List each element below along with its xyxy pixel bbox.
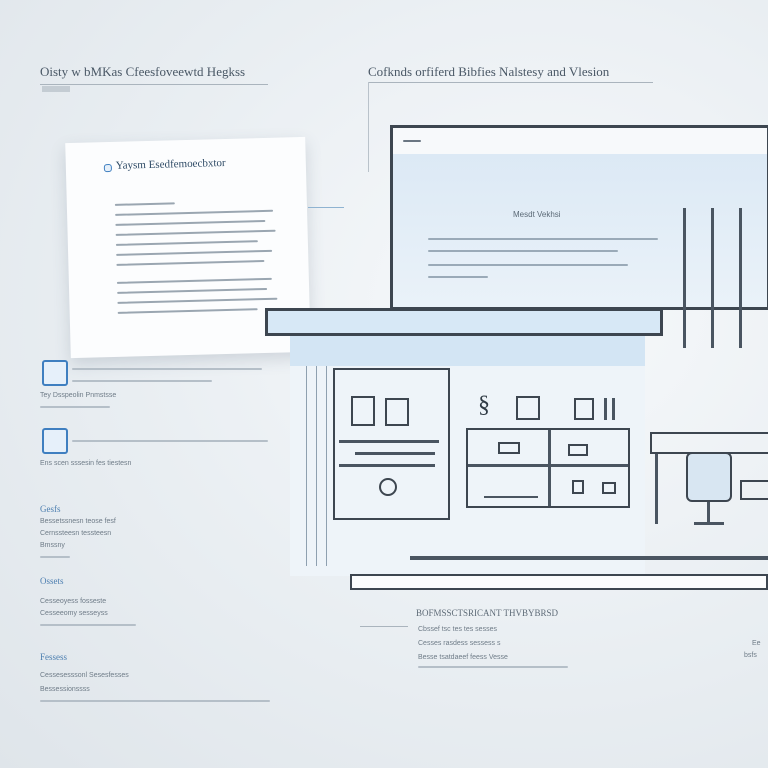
- sidebar-text: Bessessionssss: [40, 686, 90, 693]
- monitor-toolbar: [393, 128, 767, 156]
- document-icon: [42, 428, 68, 454]
- sidebar-line: [40, 556, 70, 558]
- monitor-bar: [711, 208, 714, 348]
- document-icon: [42, 360, 68, 386]
- bottom-right-text: bsfs: [744, 652, 757, 659]
- dashboard-header: [290, 336, 645, 366]
- bottom-text: Cbssef tsc tes tes sesses: [418, 626, 497, 633]
- doc-line: [117, 297, 278, 304]
- sidebar-text: Cessesesssonl Sesesfesses: [40, 672, 129, 679]
- control-panel: [333, 368, 450, 520]
- bottom-line: [418, 666, 568, 668]
- monitor-bar: [683, 208, 686, 348]
- sidebar-line: [40, 700, 270, 702]
- grid-panel: [466, 428, 630, 508]
- right-title-vrule: [368, 82, 369, 172]
- sidebar-line: [72, 440, 268, 442]
- grid-glyph: [516, 396, 540, 420]
- doc-line: [115, 219, 266, 226]
- side-cabinet: [740, 480, 768, 500]
- panel-line: [339, 464, 435, 467]
- grid-glyph: [602, 482, 616, 494]
- monitor-line: [428, 276, 488, 278]
- doc-line: [117, 308, 258, 314]
- doc-line: [116, 260, 265, 266]
- grid-bar: [604, 398, 607, 420]
- panel-line: [339, 440, 439, 443]
- grid-glyph: [568, 444, 588, 456]
- sidebar-line: [72, 380, 212, 382]
- monitor-line: [428, 264, 628, 266]
- desk-top: [650, 432, 768, 454]
- dashboard-column: [326, 366, 327, 566]
- grid-glyph: [574, 398, 594, 420]
- left-title: Oisty w bMKas Cfeesfoveewtd Hegkss: [40, 64, 246, 79]
- chair-leg: [707, 502, 710, 522]
- bottom-text: Cesses rasdess sessess s: [418, 640, 501, 647]
- right-title-rule: [368, 82, 653, 83]
- panel-line: [355, 452, 435, 455]
- chair-base: [694, 522, 724, 525]
- monitor-frame: Mesdt Vekhsi: [390, 125, 768, 348]
- sidebar-line: [40, 406, 110, 408]
- monitor-heading: Mesdt Vekhsi: [513, 210, 561, 219]
- sidebar-text: Bmssny: [40, 542, 65, 549]
- monitor-bar: [739, 208, 742, 348]
- grid-glyph: [572, 480, 584, 494]
- grid-bar: [612, 398, 615, 420]
- panel-glyph: [351, 396, 375, 426]
- monitor-line: [428, 250, 618, 252]
- doc-line: [115, 240, 258, 246]
- chart-glyph-label: §: [478, 392, 490, 418]
- doc-line: [116, 249, 273, 256]
- sidebar-heading: Fessess: [40, 652, 68, 662]
- sidebar-heading: Gesfs: [40, 504, 61, 514]
- sidebar-text: Cernssteesn tessteesn: [40, 530, 112, 537]
- monitor-line: [428, 238, 658, 240]
- sidebar-text: Ens scen sssesin fes tiestesn: [40, 460, 132, 467]
- doc-line: [116, 277, 272, 284]
- dashboard-column: [316, 366, 317, 566]
- chair-seat: [686, 452, 732, 502]
- bottom-rule: [360, 626, 408, 627]
- doc-line: [114, 202, 175, 206]
- connector-line: [308, 207, 344, 208]
- doc-line: [115, 209, 274, 216]
- desk-leg: [655, 454, 658, 524]
- doc-line: [117, 287, 268, 294]
- bottom-text: Besse tsatdaeef feess Vesse: [418, 654, 508, 661]
- sidebar-text: Cesseeomy sesseyss: [40, 610, 108, 617]
- bottom-right-text: Ee: [752, 640, 761, 647]
- document-icon: [103, 163, 112, 173]
- grid-glyph: [498, 442, 520, 454]
- dashboard-column: [306, 366, 307, 566]
- toolbar-glyph: [403, 140, 421, 142]
- sidebar-text: Bessetssnesn teose fesf: [40, 518, 116, 525]
- panel-glyph: [385, 398, 409, 426]
- base-slab: [350, 574, 768, 590]
- document-title: Yaysm Esedfemoecbxtor: [115, 156, 226, 172]
- right-title: Cofknds orfiferd Bibfies Nalstesy and Vl…: [368, 64, 610, 79]
- circle-icon: [379, 478, 397, 496]
- sidebar-heading: Ossets: [40, 576, 64, 586]
- sidebar-text: Tey Dsspeolin Pnmstsse: [40, 392, 117, 399]
- shelf-bar: [265, 308, 663, 336]
- bottom-heading: BOFMSSCTSRICANT THVBYBRSD: [416, 608, 558, 618]
- base-shadow: [410, 556, 768, 560]
- grid-divider: [468, 464, 628, 467]
- doc-line: [115, 229, 276, 236]
- sidebar-text: Cesseoyess fosseste: [40, 598, 107, 605]
- left-title-tab: [42, 86, 70, 92]
- left-title-rule: [40, 84, 268, 85]
- sidebar-line: [72, 368, 262, 370]
- sidebar-line: [40, 624, 136, 626]
- grid-divider: [548, 430, 551, 506]
- grid-line: [484, 496, 538, 498]
- monitor-screen: [393, 154, 767, 307]
